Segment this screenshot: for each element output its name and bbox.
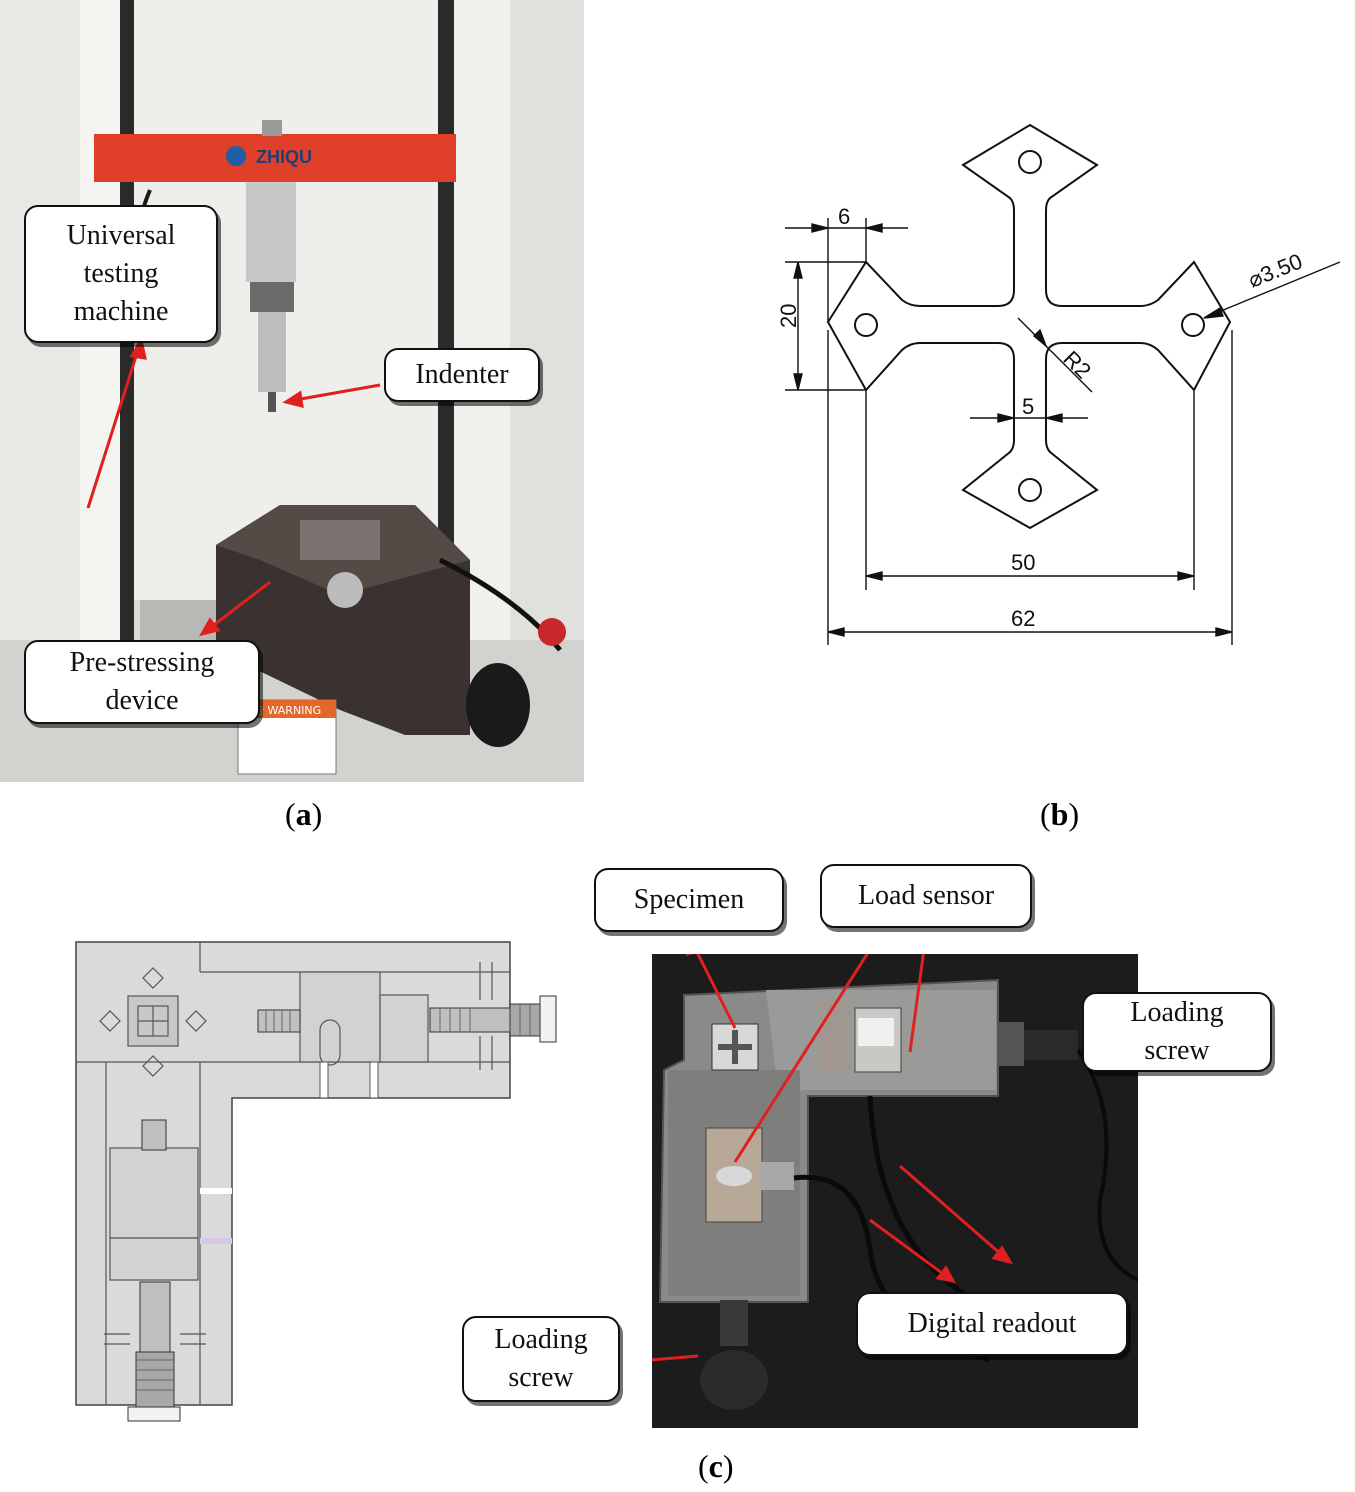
svg-text:警告 WARNING: 警告 WARNING: [242, 703, 321, 717]
dim-height: 20: [776, 304, 801, 328]
callout-universal-testing-machine: Universal testing machine: [24, 205, 218, 343]
dim-arm-width: 5: [1022, 394, 1034, 419]
callout-loading-screw-bottom: Loading screw: [462, 1316, 620, 1402]
panel-c-cad-drawing: [75, 941, 557, 1422]
hole-right: [1181, 313, 1205, 337]
hole-bottom: [1018, 478, 1042, 502]
panel-c-device-photo: [652, 954, 1138, 1428]
hole-left: [854, 313, 878, 337]
crossbeam: [94, 134, 456, 182]
callout-load-sensor: Load sensor: [820, 864, 1032, 928]
dim-top-width: 6: [838, 204, 850, 229]
callout-prestressing-device: Pre-stressing device: [24, 640, 260, 724]
panel-a-photo: ZHIQU 警告 WARNING: [0, 0, 584, 782]
machine-brand: ZHIQU: [256, 147, 312, 167]
panel-b-specimen-drawing: 6 20 ⌀3.50 R2 5 50 62: [776, 123, 1341, 645]
dim-inner-span: 50: [1011, 550, 1035, 575]
dim-total-span: 62: [1011, 606, 1035, 631]
hole-top: [1018, 150, 1042, 174]
callout-digital-readout: Digital readout: [856, 1292, 1128, 1356]
indenter-tip: [268, 392, 276, 412]
dim-radius: R2: [1058, 346, 1096, 384]
callout-indenter: Indenter: [384, 348, 540, 402]
callout-specimen: Specimen: [594, 868, 784, 932]
dim-hole-diameter: ⌀3.50: [1245, 248, 1306, 292]
specimen-outline: [826, 123, 1232, 530]
callout-loading-screw-right: Loading screw: [1082, 992, 1272, 1072]
panel-b-label: (b): [1040, 796, 1080, 832]
panel-a-label: (a): [285, 796, 323, 832]
panel-c-label: (c): [698, 1448, 734, 1484]
